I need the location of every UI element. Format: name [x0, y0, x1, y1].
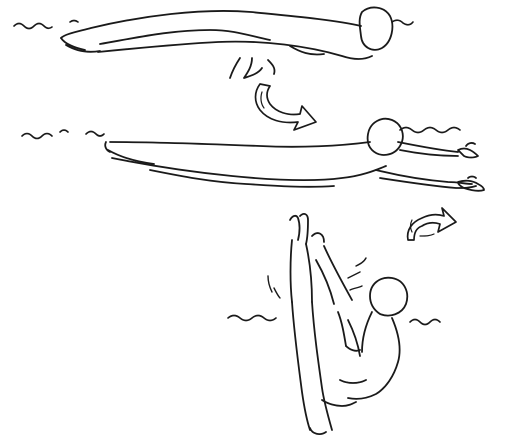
arrow-2-curved-up-right: [408, 208, 456, 240]
water-line-2: [22, 128, 460, 139]
swimmer-1-body: [61, 7, 392, 78]
water-line-3: [228, 316, 440, 325]
arrow-1-curved-down-right: [256, 84, 317, 130]
panel-3-pike-swimmer: [228, 214, 440, 434]
panel-1-floating-swimmer: [14, 7, 413, 130]
swimmer-3-body: [290, 214, 407, 434]
motion-lines: [268, 258, 366, 298]
panel-2-prone-swimmer: [22, 119, 484, 240]
